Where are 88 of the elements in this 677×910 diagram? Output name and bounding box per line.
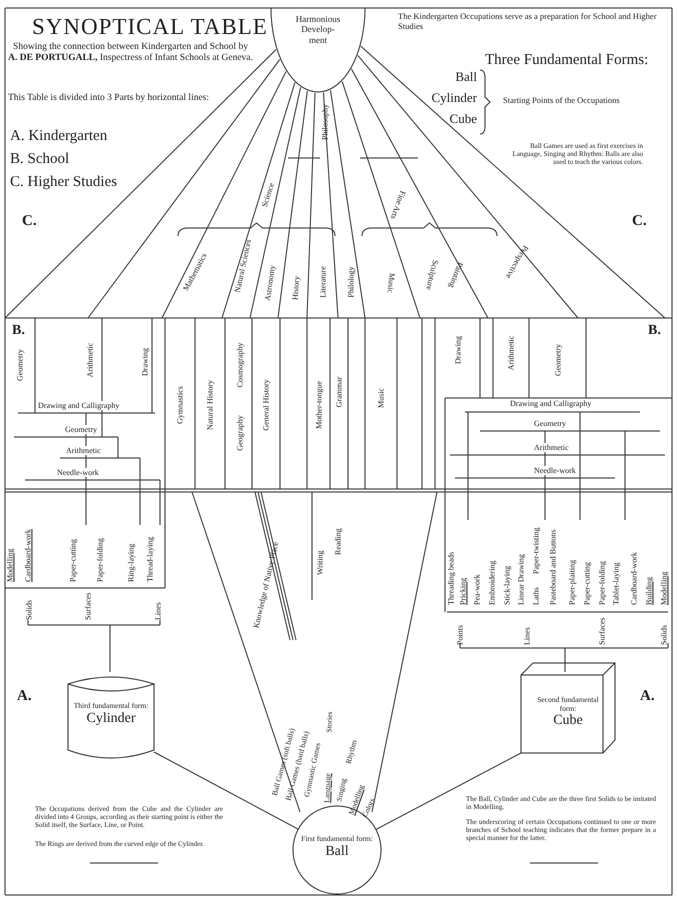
subject-label: Arithmetic bbox=[506, 336, 516, 370]
section-key: B. School bbox=[10, 151, 70, 168]
subject-label: Geography bbox=[235, 415, 245, 451]
connector-line bbox=[154, 752, 299, 830]
node-title: Harmonious Develop- ment bbox=[294, 14, 342, 46]
occupation-label: Paper-cutting bbox=[582, 562, 592, 605]
occupation-label: Paper-twisting bbox=[531, 528, 541, 574]
subject-label: Drawing bbox=[140, 348, 150, 376]
cube-node bbox=[518, 660, 618, 756]
subject-label: Geometry bbox=[15, 349, 25, 381]
section-key: C. Higher Studies bbox=[10, 174, 118, 192]
group-label: Surfaces bbox=[597, 617, 607, 645]
occupation-label: Cardboard-work bbox=[23, 529, 33, 582]
occupation-label: Paper-folding bbox=[597, 561, 607, 605]
section-key: A. Kindergarten bbox=[10, 128, 108, 146]
subject-label: Music bbox=[386, 272, 396, 294]
occupation-label: Modelling bbox=[659, 572, 669, 605]
section-letter: C. bbox=[22, 213, 37, 230]
form-name: Cube bbox=[448, 112, 477, 127]
subtitle-text: Showing the connection between Kindergarten and School by A. DE PORTUGALL, Inspectress of Infant Schools at Geneva. bbox=[8, 42, 253, 64]
heading-text: Three Fundamental Forms: bbox=[485, 52, 648, 70]
subject-label: Geometry bbox=[553, 344, 563, 376]
node-title: Cube bbox=[552, 713, 584, 730]
subject-label: History bbox=[290, 276, 302, 300]
group-label: Lines bbox=[522, 627, 532, 645]
subject-label: Astronomy bbox=[262, 264, 278, 302]
subject-label: Philology bbox=[346, 266, 356, 298]
subject-label: Philosophy bbox=[320, 104, 330, 140]
subject-label: Fine Arts bbox=[388, 190, 408, 220]
subject-label: Geometry bbox=[532, 419, 568, 428]
section-letter: C. bbox=[632, 213, 647, 230]
subject-label: Natural Sciences bbox=[232, 238, 254, 294]
note-text: Starting Points of the Occupations bbox=[503, 96, 620, 106]
subject-label: Drawing bbox=[453, 336, 463, 364]
subject-label: Sculpture bbox=[424, 259, 440, 291]
node-title: Ball bbox=[324, 844, 350, 860]
subject-label: Music bbox=[376, 388, 386, 408]
occupation-label: Thread-laying bbox=[145, 536, 155, 582]
form-name: Ball bbox=[454, 70, 477, 85]
group-label: Solids bbox=[24, 600, 34, 620]
occupation-label: Ring-laying bbox=[126, 544, 136, 582]
subject-label: Reading bbox=[333, 528, 343, 555]
subject-label: Grammar bbox=[334, 376, 344, 408]
subject-label: Drawing and Calligraphy bbox=[36, 401, 122, 410]
section-letter: A. bbox=[640, 688, 655, 706]
note-text: This Table is divided into 3 Parts by horizontal lines: bbox=[8, 93, 210, 104]
occupation-label: Pea-work bbox=[472, 574, 482, 605]
occupation-label: Paper-cutting bbox=[68, 539, 78, 582]
subject-label: General History bbox=[261, 379, 271, 431]
note-text: The Kindergarten Occupations serve as a preparation for School and Higher Studies bbox=[398, 12, 658, 32]
subject-label: Needle-work bbox=[532, 466, 578, 476]
section-letter: B. bbox=[648, 323, 661, 340]
subject-label: Science bbox=[260, 182, 276, 208]
subject-label: Writing bbox=[315, 550, 325, 575]
subject-label: Cosmography bbox=[235, 342, 245, 388]
group-label: Points bbox=[455, 624, 465, 645]
subject-label: Natural History bbox=[205, 380, 215, 430]
subject-label: Geometry bbox=[63, 425, 99, 434]
group-label: Solids bbox=[659, 624, 669, 645]
occupation-label: Modelling bbox=[5, 548, 15, 582]
subject-label: Drawing and Calligraphy bbox=[508, 399, 594, 408]
form-name: Cylinder bbox=[430, 91, 477, 106]
occupation-label: Linear Drawing bbox=[516, 554, 526, 605]
subject-label: Arithmetic bbox=[85, 342, 95, 378]
subject-label: Literature bbox=[318, 266, 328, 298]
subject-label: Gymnastics bbox=[175, 386, 185, 424]
occupation-label: Threading beads bbox=[446, 552, 456, 605]
occupation-label: Paper-folding bbox=[95, 538, 105, 582]
occupation-label: Pricking bbox=[458, 578, 468, 605]
occupation-label: Cardboard-work bbox=[629, 552, 639, 605]
occupation-label: Embroidering bbox=[487, 560, 497, 605]
title: SYNOPTICAL TABLE bbox=[32, 14, 268, 40]
occupation-label: Building bbox=[644, 576, 654, 605]
occupation-label: Stick-laying bbox=[502, 566, 512, 605]
subject-label: Arithmetic bbox=[64, 446, 103, 456]
connector-line bbox=[375, 752, 522, 830]
occupation-label: Tablet-laying bbox=[611, 562, 621, 605]
node-title: Cylinder bbox=[86, 710, 136, 727]
occupation-label: Paper-plaiting bbox=[567, 560, 577, 605]
occupation-label: Pasteboard and Buttons bbox=[548, 529, 558, 605]
subject-label: Arithmetic bbox=[532, 443, 571, 452]
group-label: Lines bbox=[153, 602, 163, 620]
section-letter: A. bbox=[17, 688, 32, 706]
subject-label: Needle-work bbox=[55, 468, 101, 478]
section-letter: B. bbox=[12, 323, 25, 340]
group-label: Surfaces bbox=[83, 592, 93, 620]
subject-label: Mother-tongue bbox=[314, 381, 324, 429]
occupation-label: Laths bbox=[531, 587, 541, 605]
